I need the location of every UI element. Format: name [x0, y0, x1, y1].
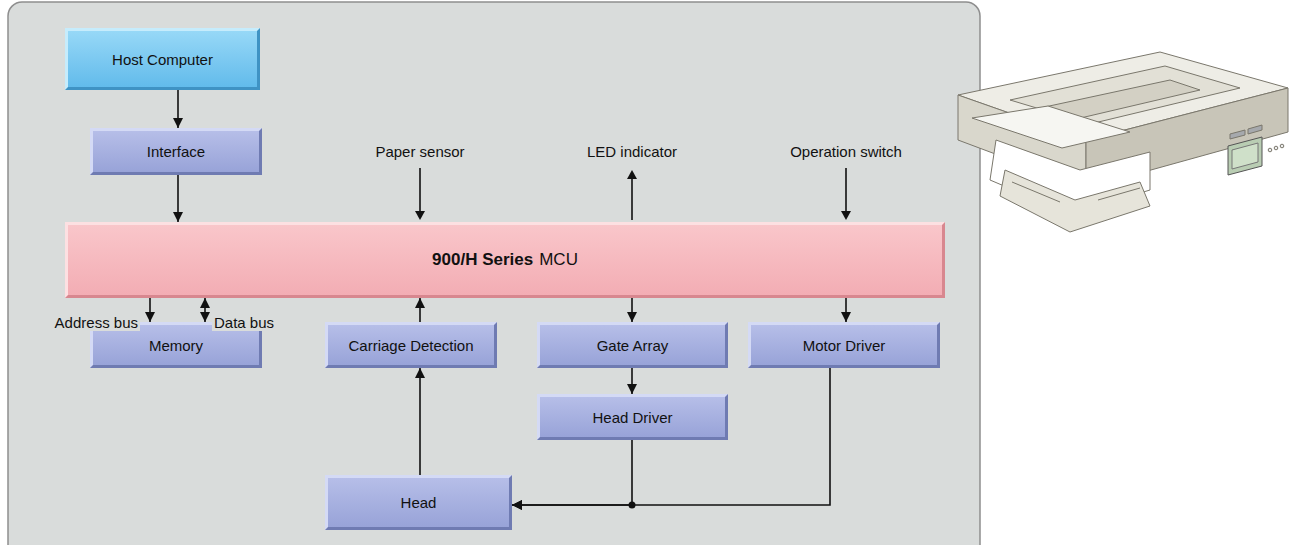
gate-array-box: Gate Array: [537, 322, 728, 368]
node-label: Carriage Detection: [348, 337, 473, 354]
connector-arrow: [631, 368, 633, 394]
connector-arrow: [631, 298, 633, 322]
node-label: MCU: [539, 250, 578, 270]
printer-illustration: [958, 52, 1288, 232]
connector-arrow: [419, 298, 421, 322]
node-label: Interface: [147, 143, 205, 160]
interface-box: Interface: [90, 128, 262, 175]
node-label: Gate Array: [597, 337, 669, 354]
connector-arrow: [845, 298, 847, 322]
head-box: Head: [325, 475, 512, 530]
head-driver-box: Head Driver: [537, 394, 728, 440]
signal-label: Paper sensor: [375, 143, 464, 160]
node-label: 900/H Series: [432, 250, 533, 270]
node-label: Head: [401, 494, 437, 511]
signal-label: Operation switch: [790, 143, 902, 160]
connector-arrow: [419, 368, 421, 475]
node-label: Motor Driver: [803, 337, 886, 354]
node-label: Memory: [149, 337, 203, 354]
connector-arrow: [149, 298, 151, 322]
signal-label: LED indicator: [587, 143, 677, 160]
bus-label: Data bus: [212, 314, 276, 331]
node-label: Host Computer: [112, 51, 213, 68]
connector-arrow: [512, 440, 632, 505]
connector-arrow: [512, 368, 830, 505]
mcu-band: 900/H Series MCU: [65, 222, 945, 298]
host-box: Host Computer: [65, 28, 260, 90]
node-label: Head Driver: [592, 409, 672, 426]
carriage-box: Carriage Detection: [325, 322, 497, 368]
connector-arrow: [177, 90, 179, 128]
bus-label: Address bus: [53, 314, 140, 331]
motor-driver-box: Motor Driver: [748, 322, 940, 368]
connector-arrow: [204, 298, 206, 322]
connector-arrow: [177, 175, 179, 222]
panel: [8, 2, 980, 545]
signal-arrows: [415, 168, 851, 220]
